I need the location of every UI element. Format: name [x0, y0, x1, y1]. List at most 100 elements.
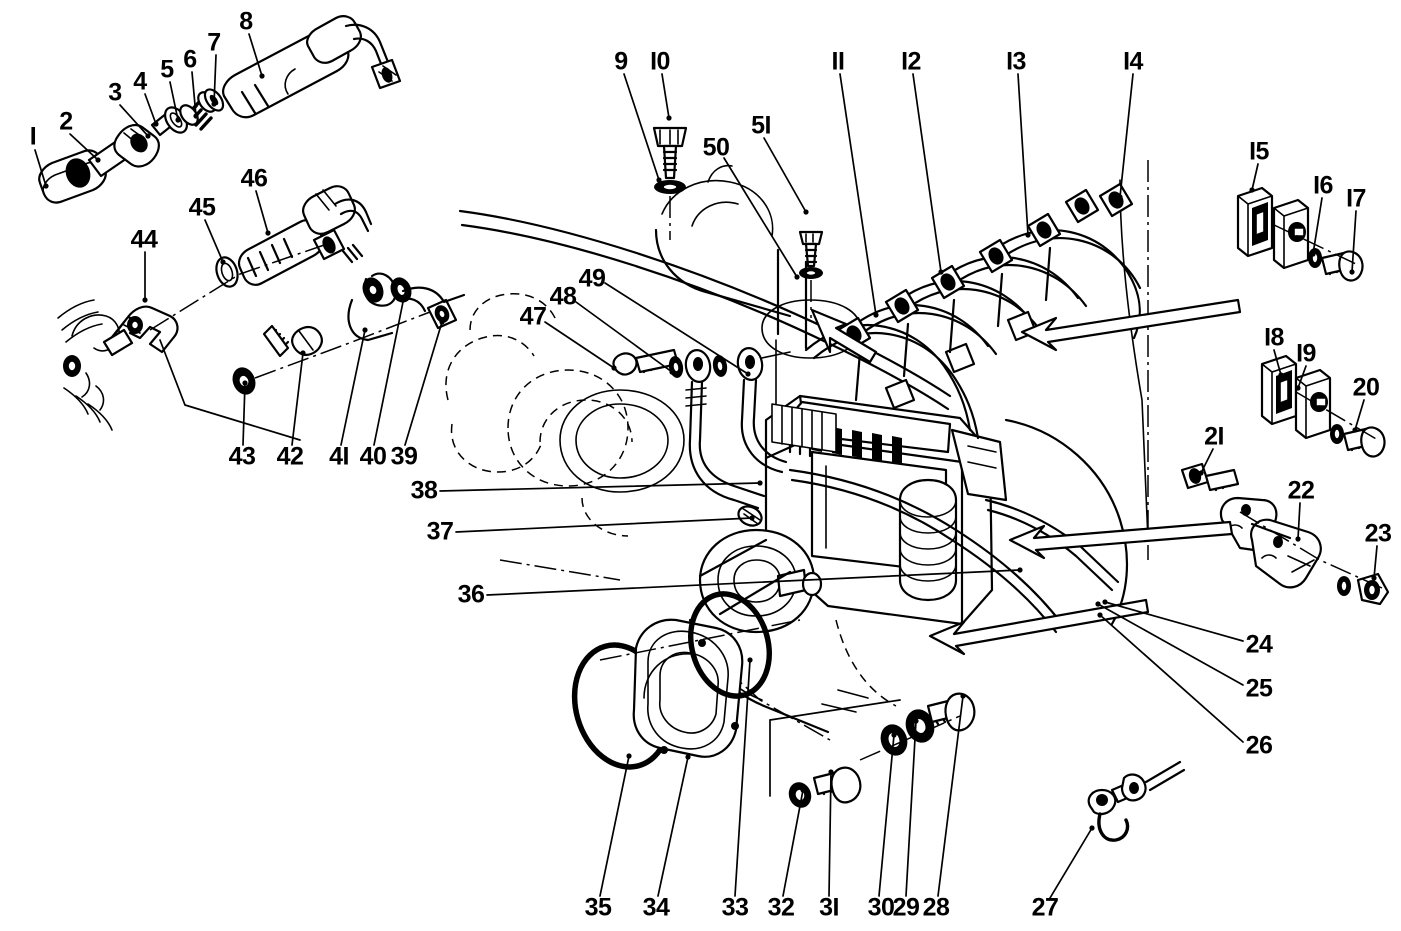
callout-number-30: 30 [867, 893, 895, 922]
leader-dot-48 [669, 369, 675, 375]
leader-line-48 [575, 301, 673, 373]
leader-line-46 [255, 190, 269, 234]
callout-number-45: 45 [188, 193, 216, 222]
part-28-bolt [926, 692, 976, 732]
leader-line-11 [839, 73, 877, 316]
leader-dot-33 [747, 657, 753, 663]
leader-dot-4 [153, 121, 159, 127]
part-8-injector-body [222, 15, 402, 119]
part-34-flange-housing [632, 618, 744, 758]
leader-line-28 [937, 695, 964, 897]
leader-dot-44 [142, 297, 148, 303]
callout-number-5: 5 [160, 55, 174, 84]
part-31-bolt [812, 766, 862, 804]
callout-number-22: 22 [1287, 476, 1315, 505]
leader-line-38 [439, 482, 761, 492]
part-27-return-fitting [1087, 760, 1186, 842]
leader-dot-47 [611, 365, 617, 371]
pump-bellows-element [898, 478, 958, 602]
callout-number-36: 36 [457, 580, 485, 609]
leader-dot-36 [1017, 567, 1023, 573]
leader-line-47 [544, 321, 615, 369]
leader-dot-51 [803, 209, 809, 215]
leader-line-6 [191, 71, 197, 117]
leader-line-35 [599, 755, 630, 897]
leader-line-49 [604, 282, 749, 375]
callout-number-19: I9 [1296, 339, 1316, 368]
leader-dot-18 [1278, 372, 1284, 378]
leader-dot-22 [1295, 536, 1301, 542]
leader-dot-46 [265, 230, 271, 236]
engine-block-group [445, 160, 1149, 741]
leader-dot-3 [145, 133, 151, 139]
callout-number-49: 49 [578, 264, 606, 293]
callout-number-17: I7 [1346, 184, 1366, 213]
callout-number-14: I4 [1123, 47, 1143, 76]
assembly-centerline-a [149, 242, 331, 331]
callout-number-25: 25 [1245, 674, 1273, 703]
top-small-bolts-group [652, 126, 824, 318]
callout-leader-lines [34, 33, 1378, 899]
leader-dot-1 [43, 183, 49, 189]
part-33-o-ring [688, 591, 772, 699]
part-16-lock-washer-low [1337, 576, 1351, 596]
leader-dot-49 [745, 371, 751, 377]
arrow-down-left-to-head [810, 308, 878, 364]
leader-dot-28 [960, 693, 966, 699]
callout-number-13: I3 [1006, 47, 1026, 76]
leader-line-1 [34, 149, 47, 187]
part-41-return-pipe [347, 272, 466, 342]
leader-line-7 [213, 54, 217, 105]
leader-line-17 [1351, 210, 1357, 273]
callout-number-2: 2 [59, 107, 73, 136]
part-51-bolt [798, 230, 824, 268]
leader-dot-23 [1371, 575, 1377, 581]
leader-line-43 [242, 382, 246, 446]
callout-number-32: 32 [767, 893, 795, 922]
callout-number-26: 26 [1245, 731, 1273, 760]
leader-dot-21 [1198, 470, 1204, 476]
leader-line-2 [69, 133, 99, 161]
leader-dot-42 [300, 350, 306, 356]
leader-dot-41 [362, 327, 368, 333]
callout-number-16: I6 [1313, 171, 1333, 200]
leader-line-34 [657, 756, 689, 897]
part-39-nut [426, 298, 458, 330]
callout-number-43: 43 [228, 442, 256, 471]
leader-line-9 [623, 73, 660, 181]
leader-line-26 [1099, 614, 1244, 743]
part-44-injector-clamp [102, 305, 179, 357]
callout-number-18: I8 [1264, 323, 1284, 352]
leader-line-18 [1273, 349, 1282, 376]
leader-dot-35 [626, 753, 632, 759]
leader-dot-5 [175, 117, 181, 123]
part-18-clamp-half [1260, 354, 1298, 426]
callout-number-6: 6 [183, 45, 197, 74]
callout-number-15: I5 [1249, 137, 1269, 166]
leader-line-33 [734, 659, 751, 897]
callout-number-4: 4 [133, 67, 147, 96]
leader-dot-29 [913, 718, 919, 724]
part-16-lock-washer-top [1308, 248, 1322, 268]
callout-number-38: 38 [410, 476, 438, 505]
leader-line-30 [878, 734, 895, 897]
callout-number-35: 35 [584, 893, 612, 922]
leader-dot-31 [828, 769, 834, 775]
leader-line-16 [1312, 197, 1323, 255]
callout-number-27: 27 [1031, 893, 1059, 922]
callout-number-9: 9 [614, 47, 628, 76]
part-49-banjo-eye [684, 347, 791, 383]
callout-number-11: II [831, 47, 845, 76]
callout-number-37: 37 [426, 517, 454, 546]
callout-number-33: 33 [721, 893, 749, 922]
leader-line-50 [723, 157, 798, 278]
callout-number-48: 48 [549, 282, 577, 311]
clamp-hardware-right-group [1180, 186, 1390, 606]
part-42-bolt [262, 324, 323, 358]
leader-dot-2 [95, 157, 101, 163]
leader-dot-13 [1025, 232, 1031, 238]
leader-line-25 [1097, 603, 1244, 686]
leader-dot-16 [1310, 251, 1316, 257]
